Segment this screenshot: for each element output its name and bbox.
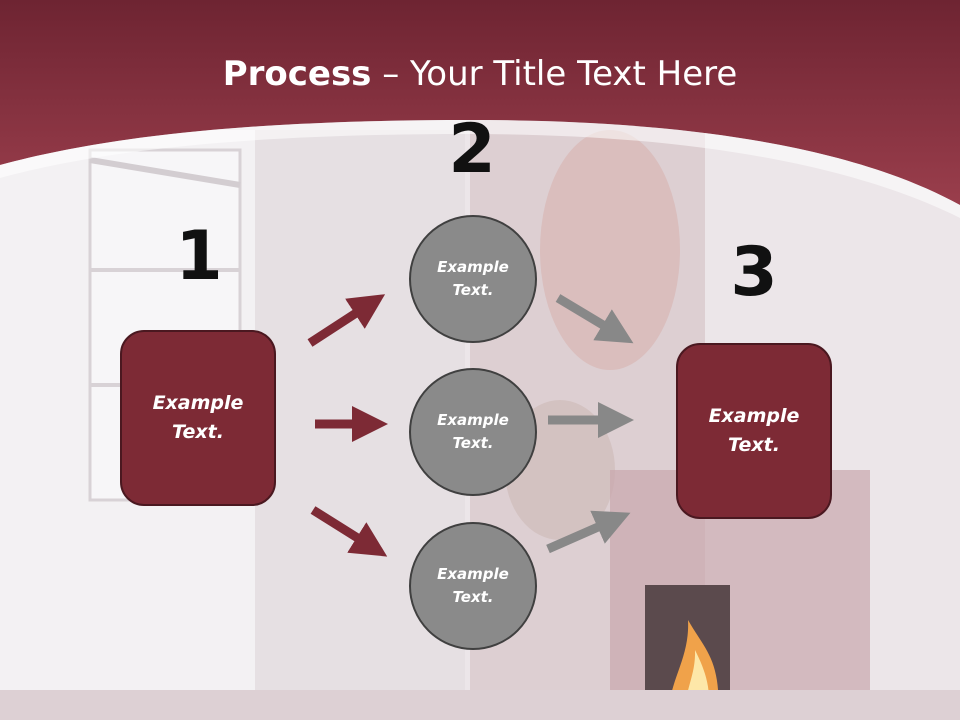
right-box-text: Example Text.: [708, 405, 800, 456]
circle-middle-text: Example Text.: [437, 411, 509, 452]
slide-title: Process – Your Title Text Here: [0, 52, 960, 96]
circle-bottom: Example Text.: [409, 522, 537, 650]
step-number-1: 1: [175, 217, 223, 296]
title-rest: – Your Title Text Here: [371, 54, 738, 94]
arrow-left-to-top: [307, 294, 386, 347]
step-number-3: 3: [730, 233, 778, 312]
step-number-2: 2: [448, 110, 496, 189]
left-box: Example Text.: [120, 330, 276, 506]
title-bold: Process: [222, 54, 372, 94]
circle-top-text: Example Text.: [437, 258, 509, 299]
circle-middle: Example Text.: [409, 368, 537, 496]
circle-bottom-text: Example Text.: [437, 565, 509, 606]
arrow-left-to-bottom: [310, 506, 388, 557]
right-box: Example Text.: [676, 343, 832, 519]
arrow-bottom-to-right: [546, 510, 631, 554]
left-box-text: Example Text.: [152, 392, 244, 443]
circle-top: Example Text.: [409, 215, 537, 343]
arrow-top-to-right: [555, 294, 634, 344]
